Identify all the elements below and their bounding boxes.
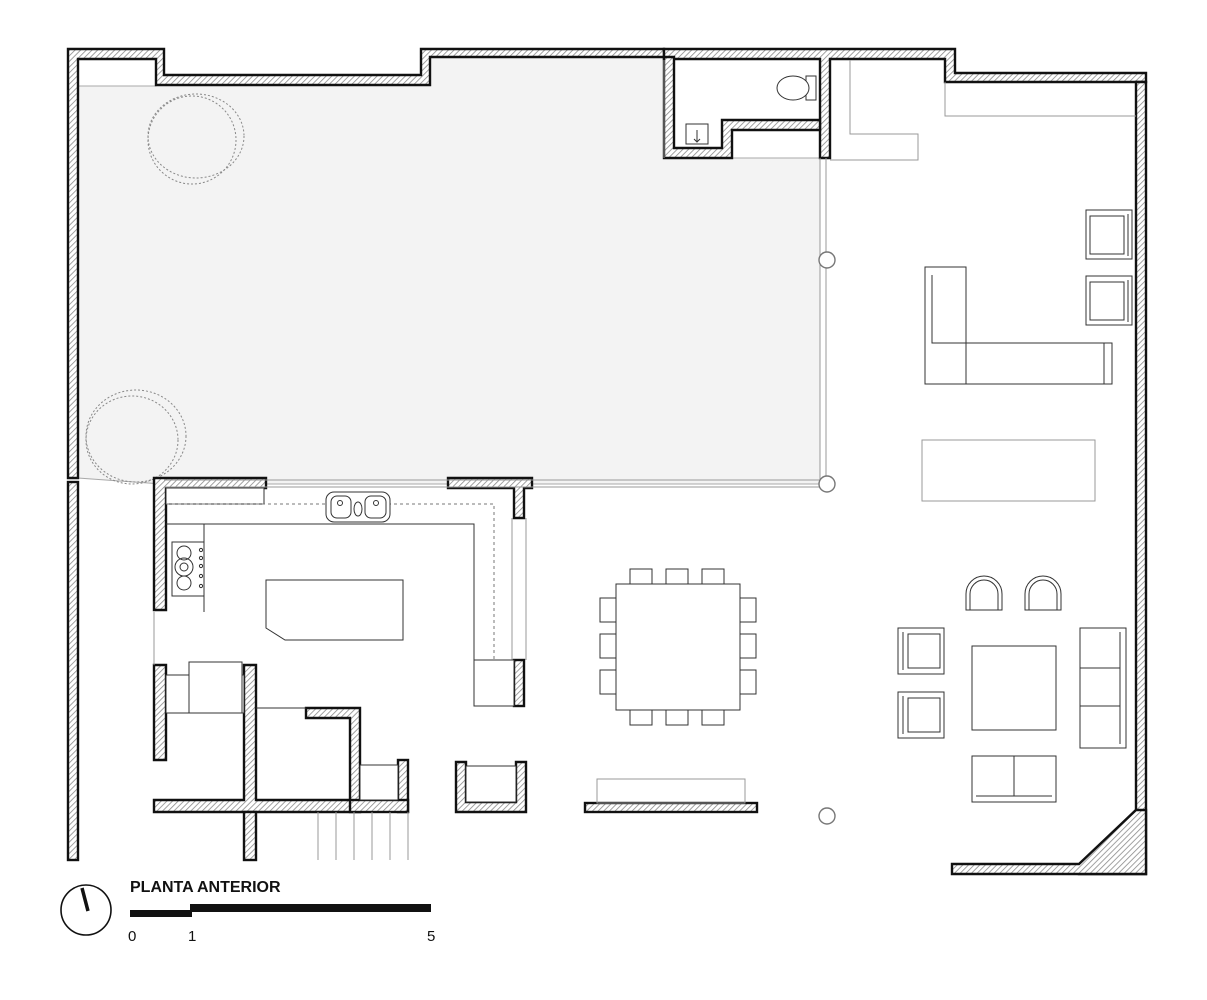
wall-bench: [583, 801, 759, 814]
kitchen-island: [265, 579, 404, 641]
two-seat-sofa: [971, 755, 1057, 803]
kitchen: [165, 487, 515, 707]
wall-right-bottom: [950, 808, 1148, 876]
round-chair-2: [1024, 575, 1062, 611]
terrace-area: [77, 56, 821, 485]
lower-lounge: [897, 575, 1127, 803]
coffee-table: [971, 645, 1057, 731]
wall-service-mid: [152, 663, 362, 814]
armchair-upper-1: [1085, 209, 1133, 260]
three-seat-sofa: [1079, 627, 1127, 749]
wall-left-lower: [66, 480, 80, 862]
wall-kitchen-right-stub: [512, 658, 526, 708]
scale-bar: [130, 904, 431, 917]
stairs: [317, 812, 409, 860]
columns: [818, 251, 836, 825]
glazing-lines: [153, 60, 1136, 665]
wall-top-right: [662, 47, 1148, 160]
drawing-title: PLANTA ANTERIOR: [130, 879, 281, 896]
wall-service-bottom-right: [348, 798, 410, 814]
legend: PLANTA ANTERIOR 0 1 5: [60, 879, 435, 945]
stove-icon: [171, 541, 205, 597]
wall-kitchen-right-top: [446, 476, 534, 520]
scale-label-1: 1: [188, 928, 196, 945]
column-3: [818, 807, 836, 825]
wall-right: [1077, 80, 1148, 876]
round-chair-1: [965, 575, 1003, 611]
kitchen-counter-end: [473, 659, 515, 707]
armchair-upper-2: [1085, 275, 1133, 326]
wall-service-bottom-stub: [242, 810, 258, 862]
column-2: [818, 475, 836, 493]
kitchen-upper-shelf: [165, 487, 265, 505]
tree-bottom-left: [85, 389, 187, 485]
service-fixtures: [165, 661, 517, 803]
upper-lounge-table: [921, 439, 1096, 502]
dining-chairs: [599, 568, 757, 726]
column-1: [818, 251, 836, 269]
wall-top-left: [66, 47, 666, 480]
dining-table: [615, 583, 741, 711]
toilet-icon: [776, 75, 817, 101]
double-sink-icon: [325, 491, 391, 523]
wall-service-left: [152, 663, 168, 762]
scale-label-0: 0: [128, 928, 136, 945]
upper-lounge: [921, 209, 1133, 502]
tree-top-left: [147, 93, 245, 185]
armchair-lower-1: [897, 627, 945, 675]
washbasin-icon: [685, 123, 709, 145]
dining-set: [599, 568, 757, 726]
armchair-lower-2: [897, 691, 945, 739]
scale-label-5: 5: [427, 928, 435, 945]
bench-seat: [596, 778, 746, 804]
wall-bathroom: [662, 55, 822, 160]
walls: [66, 47, 1148, 876]
l-shaped-sofa: [924, 266, 1113, 385]
north-arrow-icon: [60, 884, 112, 936]
